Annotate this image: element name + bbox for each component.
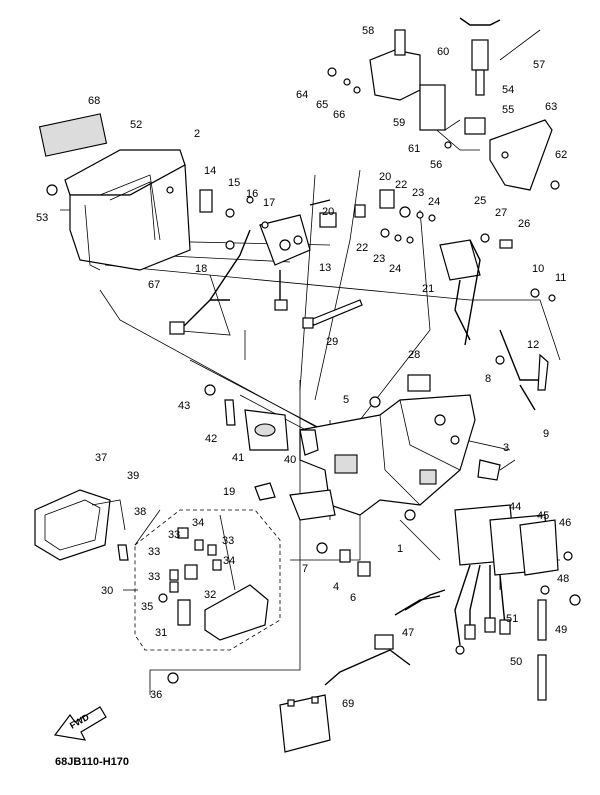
- cover-37: [34, 489, 129, 561]
- callout-number: 49: [555, 624, 567, 636]
- callout-number: 47: [402, 627, 414, 639]
- callout-number: 29: [326, 336, 338, 348]
- callout-number: 17: [263, 197, 275, 209]
- callout-number: 43: [178, 400, 190, 412]
- starter-relay: [354, 189, 556, 411]
- callout-number: 33: [148, 546, 160, 558]
- callout-number: 64: [296, 89, 308, 101]
- callout-number: 57: [533, 59, 545, 71]
- callout-number: 13: [319, 262, 331, 274]
- battery-group: [167, 634, 411, 753]
- switch-19: [254, 482, 336, 521]
- rectifier-group: [169, 189, 337, 335]
- callout-number: 63: [545, 101, 557, 113]
- callout-number: 39: [127, 470, 139, 482]
- callout-number: 33: [148, 571, 160, 583]
- callout-number: 6: [350, 592, 356, 604]
- callout-number: 18: [195, 263, 207, 275]
- cdi-unit: [404, 504, 581, 701]
- callout-number: 48: [557, 573, 569, 585]
- callout-number: 46: [559, 517, 571, 529]
- callout-number: 66: [333, 109, 345, 121]
- callout-number: 31: [155, 627, 167, 639]
- callout-number: 11: [555, 272, 566, 284]
- callout-number: 16: [246, 188, 258, 200]
- callout-number: 54: [502, 84, 514, 96]
- callout-number: 61: [408, 143, 420, 155]
- callout-number: 50: [510, 656, 522, 668]
- small-fasteners: [46, 141, 560, 196]
- callout-number: 30: [101, 585, 113, 597]
- holder-group: [204, 384, 319, 456]
- callout-number: 7: [302, 563, 308, 575]
- callout-number: 32: [204, 589, 216, 601]
- diagram-code: 68JB110-H170: [55, 756, 129, 768]
- callout-number: 10: [532, 263, 544, 275]
- callout-number: 4: [333, 581, 339, 593]
- callout-number: 45: [537, 510, 549, 522]
- callout-number: 20: [322, 206, 334, 218]
- fwd-arrow-icon: FWD: [53, 706, 107, 741]
- callout-number: 22: [356, 242, 368, 254]
- callout-number: 34: [192, 517, 204, 529]
- callout-number: 60: [437, 46, 449, 58]
- ignition-coil: [327, 17, 553, 191]
- callout-number: 65: [316, 99, 328, 111]
- main-bracket: [299, 394, 476, 521]
- callout-number: 2: [194, 128, 200, 140]
- callout-number: 36: [150, 689, 162, 701]
- fuse-box-30: [158, 527, 269, 641]
- callout-number: 23: [373, 253, 385, 265]
- callout-number: 20: [379, 171, 391, 183]
- callout-number: 44: [509, 501, 521, 513]
- callout-number: 5: [343, 394, 349, 406]
- lead-47: [394, 595, 441, 616]
- callout-number: 38: [134, 506, 146, 518]
- callout-number: 19: [223, 486, 235, 498]
- callout-number: 15: [228, 177, 240, 189]
- callout-number: 8: [485, 373, 491, 385]
- callout-number: 59: [393, 117, 405, 129]
- callout-number: 56: [430, 159, 442, 171]
- callout-number: 51: [506, 613, 518, 625]
- callout-number: 3: [503, 442, 509, 454]
- callout-number: 14: [204, 165, 216, 177]
- electrical-box: [38, 113, 191, 271]
- callout-number: 25: [474, 195, 486, 207]
- callout-number: 9: [543, 428, 549, 440]
- callout-number: 24: [389, 263, 401, 275]
- callout-number: 1: [397, 543, 403, 555]
- callout-number: 35: [141, 601, 153, 613]
- callout-number: 34: [223, 555, 235, 567]
- callout-number: 33: [222, 535, 234, 547]
- callout-number: 42: [205, 433, 217, 445]
- callout-number: 53: [36, 212, 48, 224]
- callout-number: 55: [502, 104, 514, 116]
- callout-number: 23: [412, 187, 424, 199]
- callout-number: 69: [342, 698, 354, 710]
- callout-number: 22: [395, 179, 407, 191]
- callout-number: 68: [88, 95, 100, 107]
- callout-number: 37: [95, 452, 107, 464]
- callout-number: 62: [555, 149, 567, 161]
- callout-number: 27: [495, 207, 507, 219]
- fasteners-4-6-7: [316, 542, 371, 577]
- callout-number: 12: [527, 339, 539, 351]
- callout-number: 26: [518, 218, 530, 230]
- callout-number: 67: [148, 279, 160, 291]
- sensor-3: [477, 459, 516, 481]
- callout-number: 33: [168, 529, 180, 541]
- callout-number: 52: [130, 119, 142, 131]
- callout-number: 21: [422, 283, 434, 295]
- callout-number: 41: [232, 452, 244, 464]
- connector-28: [369, 374, 431, 408]
- callout-number: 58: [362, 25, 374, 37]
- callout-number: 40: [284, 454, 296, 466]
- callout-number: 28: [408, 349, 420, 361]
- callout-number: 24: [428, 196, 440, 208]
- cable-tie: [302, 299, 363, 329]
